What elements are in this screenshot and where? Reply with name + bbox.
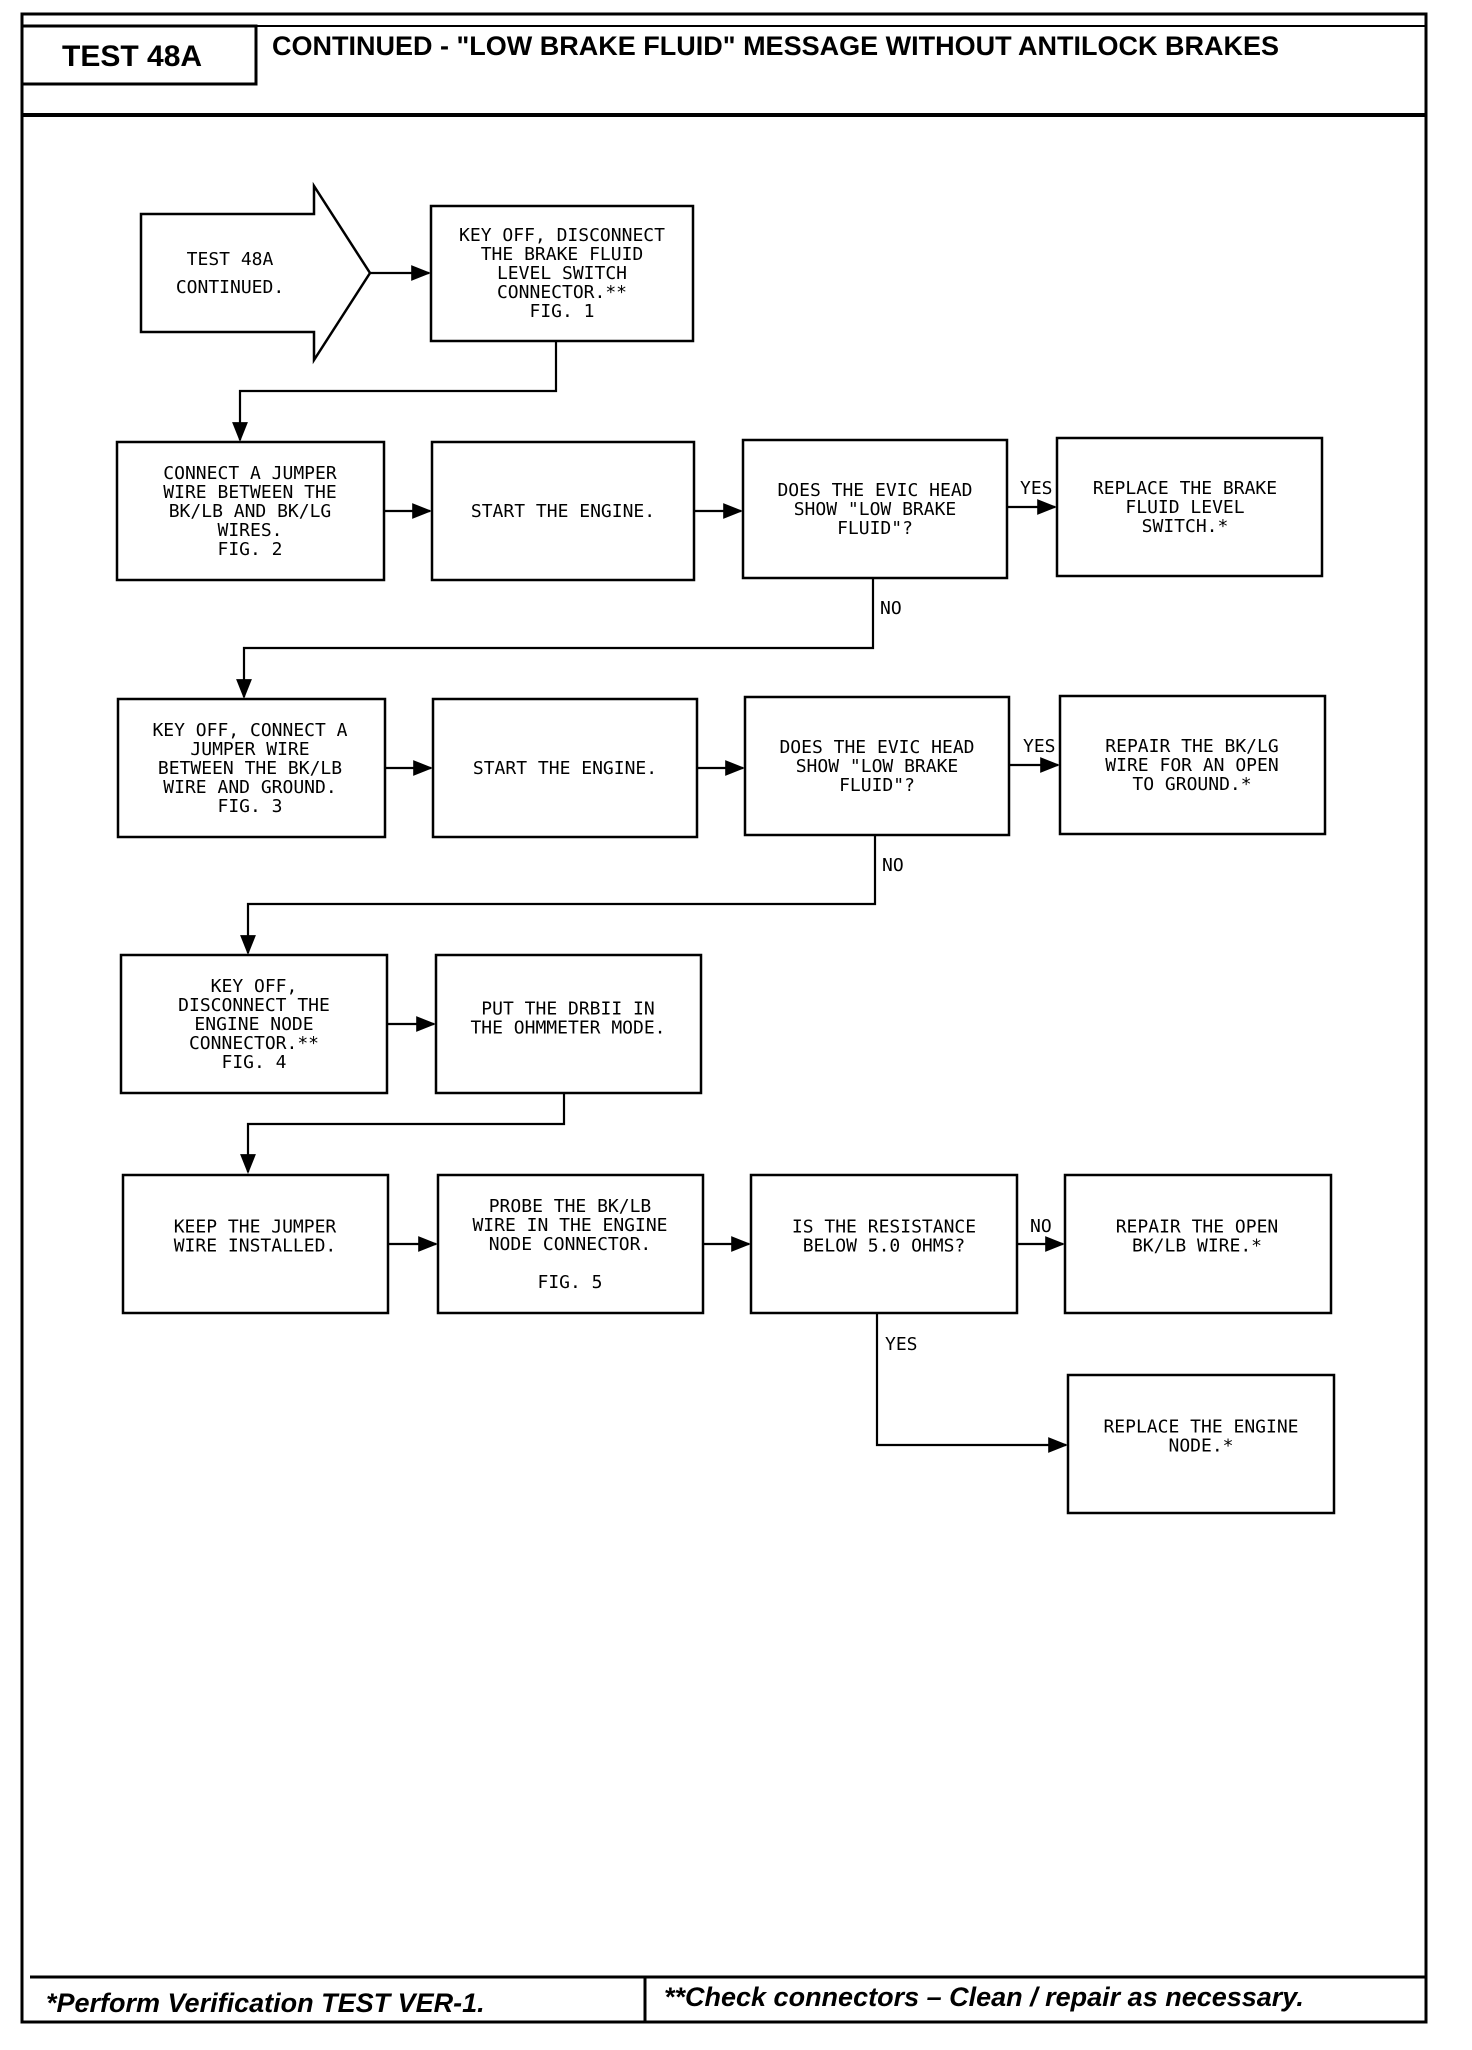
box-text-line: WIRE BETWEEN THE xyxy=(163,482,336,503)
box-text-line: FIG. 2 xyxy=(217,539,282,560)
box-text-line: WIRES. xyxy=(217,520,282,541)
box-text-line: NODE.* xyxy=(1168,1436,1233,1457)
box-text-line: CONNECTOR.** xyxy=(189,1033,319,1054)
box-text-line: BETWEEN THE BK/LB xyxy=(158,758,342,779)
repair-bk-lb-box xyxy=(1063,1173,1333,1315)
evic-check-2-box xyxy=(743,695,1011,837)
yes-label-3: YES xyxy=(885,1334,918,1355)
start-engine-2-box xyxy=(431,697,699,839)
box-text-line: IS THE RESISTANCE xyxy=(792,1217,976,1238)
no-label-2: NO xyxy=(882,855,904,876)
test-id-box xyxy=(20,24,258,86)
box-text-line: NODE CONNECTOR. xyxy=(489,1234,652,1255)
box-text-line: DISCONNECT THE xyxy=(178,995,330,1016)
disconnect-switch-box xyxy=(429,204,695,343)
box-text-line: LEVEL SWITCH xyxy=(497,263,627,284)
box-text-line: THE BRAKE FLUID xyxy=(481,244,644,265)
box-text-line: FLUID"? xyxy=(839,775,915,796)
no-label-3: NO xyxy=(1030,1216,1052,1237)
yes-label-2: YES xyxy=(1023,736,1056,757)
box-text-line: WIRE INSTALLED. xyxy=(174,1236,337,1257)
box-text-line: BK/LB AND BK/LG xyxy=(169,501,332,522)
box-text-line: SHOW "LOW BRAKE xyxy=(796,756,959,777)
footer-verification-note: *Perform Verification TEST VER-1. xyxy=(46,1988,485,2018)
box-text-line: FIG. 1 xyxy=(529,301,594,322)
footer-connector-note: **Check connectors – Clean / repair as n… xyxy=(664,1982,1304,2012)
box-text-line: DOES THE EVIC HEAD xyxy=(779,737,974,758)
connector-disconnect-to-jumper xyxy=(232,341,558,442)
page-title: CONTINUED - "LOW BRAKE FLUID" MESSAGE WI… xyxy=(272,31,1279,61)
page-frame xyxy=(20,12,1428,2024)
box-text-line: PUT THE DRBII IN xyxy=(481,999,654,1020)
start-arrow-shape xyxy=(139,181,372,365)
yes-label-1: YES xyxy=(1020,478,1053,499)
box-text-line: KEY OFF, DISCONNECT xyxy=(459,225,665,246)
replace-node-box xyxy=(1066,1373,1336,1515)
start-engine-1-text: START THE ENGINE. xyxy=(471,501,655,522)
box-text-line: REPAIR THE BK/LG xyxy=(1105,736,1278,757)
connector-ohmmeter-to-keep-jumper xyxy=(240,1093,566,1174)
box-text-line: REPAIR THE OPEN xyxy=(1116,1217,1279,1238)
box-text-line: FIG. 4 xyxy=(221,1052,286,1073)
box-text-line: PROBE THE BK/LB xyxy=(489,1196,652,1217)
box-text-line: TEST 48A xyxy=(187,249,274,270)
jumper-bk-lb-bk-lg-box xyxy=(115,440,386,582)
ohmmeter-mode-box xyxy=(434,953,703,1095)
box-text-line: FIG. 5 xyxy=(537,1272,602,1293)
box-text-line: REPLACE THE BRAKE xyxy=(1093,478,1277,499)
box-text-line: DOES THE EVIC HEAD xyxy=(777,480,972,501)
box-text-line: BK/LB WIRE.* xyxy=(1132,1236,1262,1257)
box-text-line: JUMPER WIRE xyxy=(190,739,309,760)
box-text-line: SHOW "LOW BRAKE xyxy=(794,499,957,520)
box-text-line: FLUID"? xyxy=(837,518,913,539)
box-text-line: BELOW 5.0 OHMS? xyxy=(803,1236,966,1257)
start-engine-1-box xyxy=(430,440,696,582)
box-text-line: CONTINUED. xyxy=(176,277,284,298)
connector-resistance-to-replace-node xyxy=(875,1313,1068,1453)
box-text-line: FIG. 3 xyxy=(217,796,282,817)
box-text-line: KEEP THE JUMPER xyxy=(174,1217,337,1238)
box-text-line: CONNECTOR.** xyxy=(497,282,627,303)
test-id: TEST 48A xyxy=(62,40,202,73)
box-text-line: TO GROUND.* xyxy=(1132,774,1251,795)
evic-check-1-box xyxy=(741,438,1009,580)
box-text-line: KEY OFF, xyxy=(211,976,298,997)
box-text-line: REPLACE THE ENGINE xyxy=(1103,1417,1298,1438)
box-text-line: WIRE FOR AN OPEN xyxy=(1105,755,1278,776)
jumper-ground-box xyxy=(116,697,387,839)
connector-evic2-to-disconnect-node xyxy=(240,835,877,955)
box-text-line: SWITCH.* xyxy=(1142,516,1229,537)
connector-evic1-to-ground xyxy=(236,578,875,699)
box-text-line: FLUID LEVEL xyxy=(1125,497,1244,518)
start-node-text: TEST 48A CONTINUED. xyxy=(176,249,284,298)
repair-bk-lg-box xyxy=(1058,694,1327,836)
box-text-line: WIRE AND GROUND. xyxy=(163,777,336,798)
replace-switch-box xyxy=(1055,436,1324,578)
box-text-line: KEY OFF, CONNECT A xyxy=(152,720,347,741)
box-text-line: START THE ENGINE. xyxy=(473,758,657,779)
box-text-line: THE OHMMETER MODE. xyxy=(470,1018,665,1039)
start-engine-2-text: START THE ENGINE. xyxy=(473,758,657,779)
box-text-line: CONNECT A JUMPER xyxy=(163,463,337,484)
no-label-1: NO xyxy=(880,598,902,619)
box-text-line: ENGINE NODE xyxy=(194,1014,313,1035)
box-text-line: START THE ENGINE. xyxy=(471,501,655,522)
box-text-line: WIRE IN THE ENGINE xyxy=(472,1215,667,1236)
